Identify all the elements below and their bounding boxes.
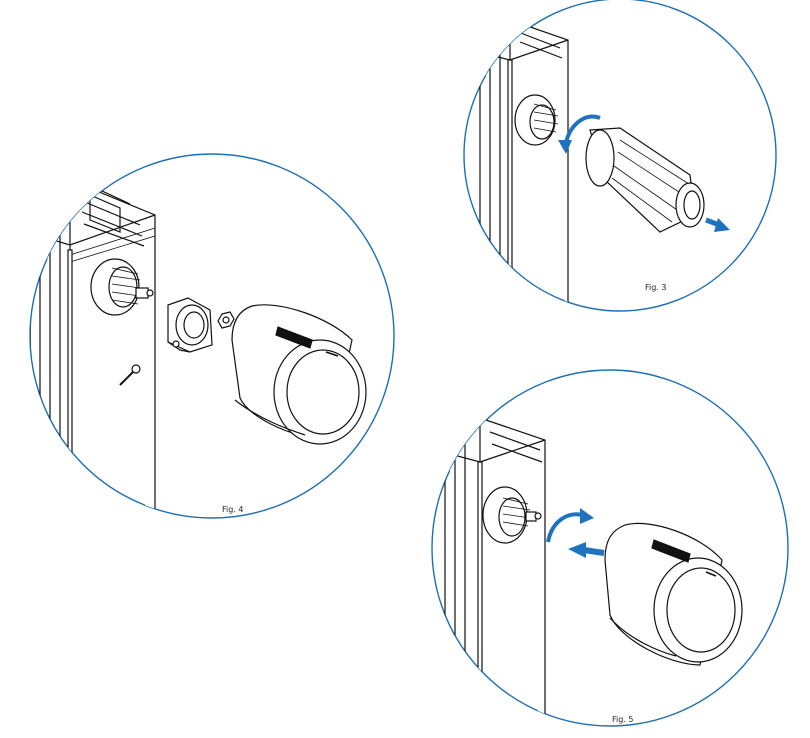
thermostat-head	[231, 304, 367, 445]
figure-5-label: Fig. 5	[612, 715, 634, 724]
valve-body	[514, 94, 559, 146]
adapter-ring	[167, 297, 213, 353]
rotate-arrow	[546, 508, 594, 543]
radiator	[469, 19, 569, 311]
valve-body	[482, 486, 542, 544]
figure-3: Fig. 3	[463, 0, 777, 312]
led-bar	[651, 539, 691, 563]
old-thermostat-knob	[585, 127, 705, 233]
pull-arrow	[705, 217, 730, 232]
figure-4: Fig. 4	[29, 153, 395, 519]
thermostat-head	[604, 522, 743, 666]
screw	[119, 364, 141, 386]
rotate-arrow	[558, 114, 601, 154]
nut	[217, 311, 235, 329]
figure-4-label: Fig. 4	[222, 505, 244, 514]
led-bar	[275, 326, 313, 349]
figure-5: Fig. 5	[431, 369, 789, 727]
figure-3-label: Fig. 3	[645, 283, 667, 292]
push-arrow	[568, 542, 605, 558]
valve-body	[90, 258, 154, 316]
